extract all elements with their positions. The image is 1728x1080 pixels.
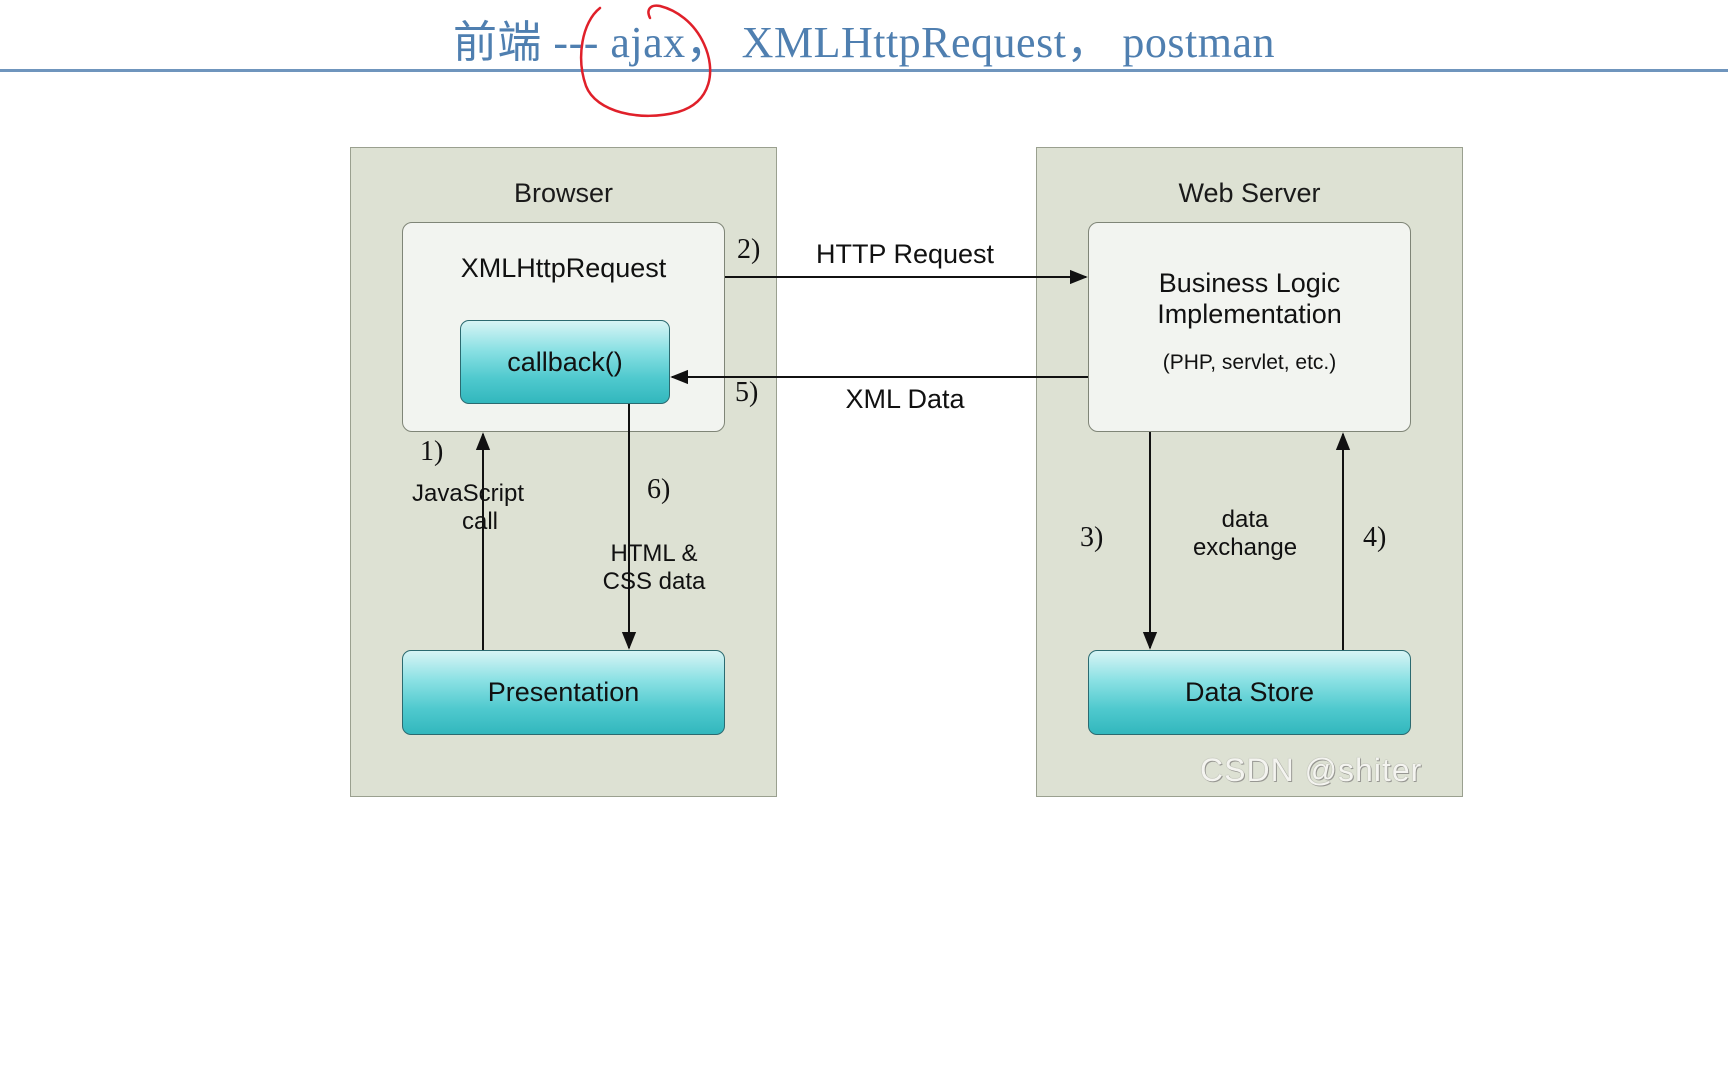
- http-request-label: HTTP Request: [815, 239, 995, 269]
- title-underline: [0, 69, 1728, 72]
- web-server-title: Web Server: [1178, 178, 1321, 208]
- presentation-box: Presentation: [402, 650, 725, 735]
- data-exchange-label-line1: data: [1221, 506, 1269, 533]
- business-logic-sublabel: (PHP, servlet, etc.): [1162, 351, 1337, 374]
- step-3-label: 3): [1080, 522, 1104, 553]
- callback-box: callback(): [460, 320, 670, 404]
- step-4-label: 4): [1363, 522, 1387, 553]
- javascript-call-label-line2: call: [461, 508, 498, 535]
- business-logic-label-line1: Business Logic: [1158, 268, 1341, 298]
- data-exchange-label-line2: exchange: [1192, 534, 1298, 561]
- javascript-call-label-line1: JavaScript: [411, 480, 525, 507]
- business-logic-box: Business Logic Implementation (PHP, serv…: [1088, 222, 1411, 432]
- business-logic-label-line2: Implementation: [1157, 299, 1342, 329]
- html-css-label-line1: HTML &: [610, 540, 698, 567]
- page-title: 前端 --- ajax， XMLHttpRequest， postman: [452, 18, 1276, 67]
- xmlhttprequest-label: XMLHttpRequest: [460, 253, 667, 283]
- csdn-watermark: CSDN @shiter: [1200, 752, 1423, 788]
- step-6-label: 6): [647, 474, 671, 505]
- step-2-label: 2): [737, 234, 761, 265]
- data-store-box: Data Store: [1088, 650, 1411, 735]
- step-1-label: 1): [420, 436, 444, 467]
- html-css-label-line2: CSS data: [602, 568, 706, 595]
- browser-title: Browser: [513, 178, 614, 208]
- xml-data-label: XML Data: [845, 384, 965, 414]
- step-5-label: 5): [735, 377, 759, 408]
